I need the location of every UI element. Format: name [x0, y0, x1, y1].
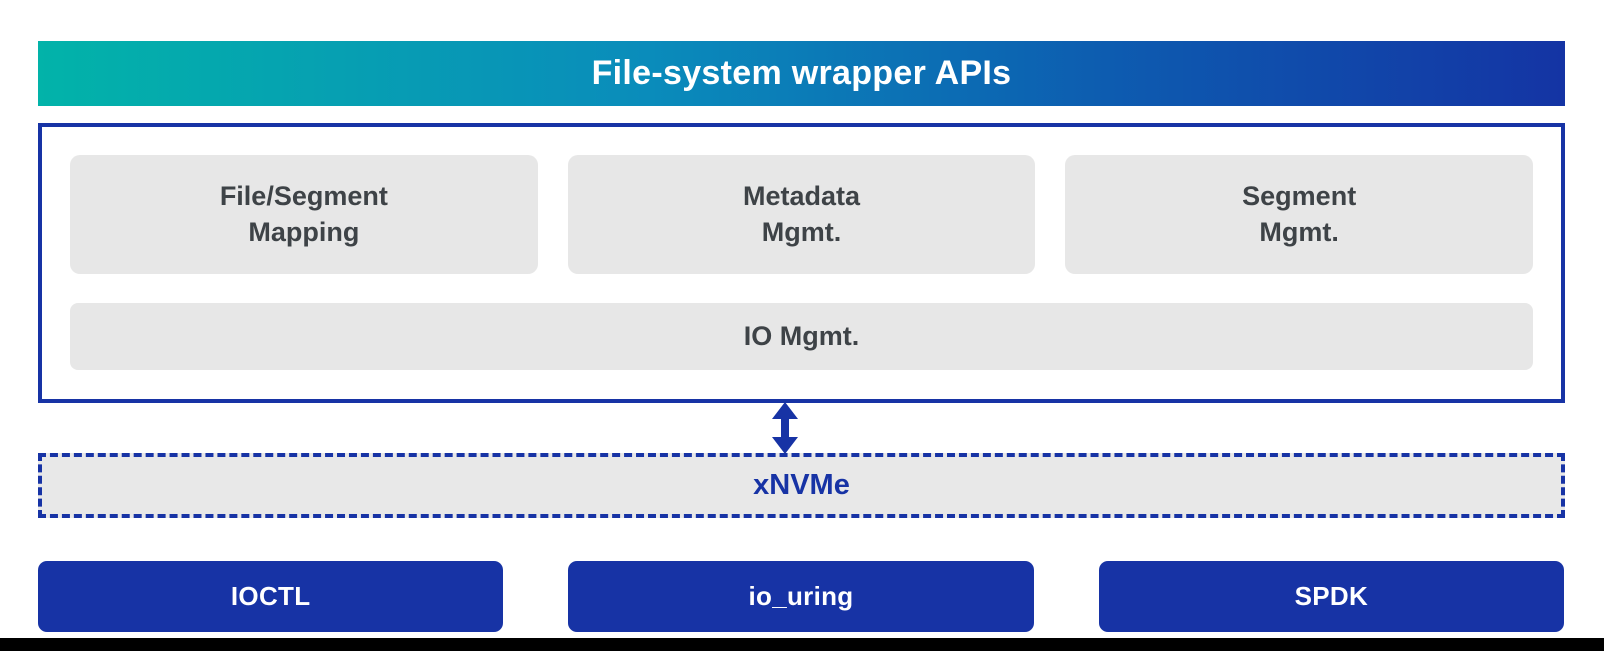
modules-row: File/Segment Mapping Metadata Mgmt. Segm…: [70, 155, 1534, 274]
module-segment-mgmt: Segment Mgmt.: [1065, 155, 1534, 274]
xnvme-layer-box: xNVMe: [38, 453, 1565, 518]
io-mgmt-row: IO Mgmt.: [70, 303, 1533, 370]
backend-row: IOCTL io_uring SPDK: [38, 561, 1564, 632]
module-label: Metadata Mgmt.: [742, 180, 861, 247]
xnvme-label: xNVMe: [753, 469, 850, 501]
backend-io-uring: io_uring: [568, 561, 1034, 632]
module-label: IO Mgmt.: [743, 320, 860, 351]
backend-ioctl: IOCTL: [38, 561, 504, 632]
bidirectional-arrow-icon: [767, 402, 803, 454]
backend-label: SPDK: [1294, 581, 1369, 611]
header-title: File-system wrapper APIs: [591, 54, 1012, 92]
module-metadata-mgmt: Metadata Mgmt.: [567, 155, 1036, 274]
header-bar: File-system wrapper APIs: [38, 41, 1565, 106]
module-io-mgmt: IO Mgmt.: [70, 303, 1533, 370]
backend-label: io_uring: [748, 581, 854, 611]
module-label: File/Segment Mapping: [219, 180, 388, 247]
bottom-black-bar: [0, 638, 1604, 651]
filesystem-wrapper-container: File/Segment Mapping Metadata Mgmt. Segm…: [38, 123, 1565, 403]
backend-label: IOCTL: [230, 581, 311, 611]
backend-spdk: SPDK: [1098, 561, 1564, 632]
module-file-segment-mapping: File/Segment Mapping: [70, 155, 538, 274]
module-label: Segment Mgmt.: [1242, 180, 1357, 247]
